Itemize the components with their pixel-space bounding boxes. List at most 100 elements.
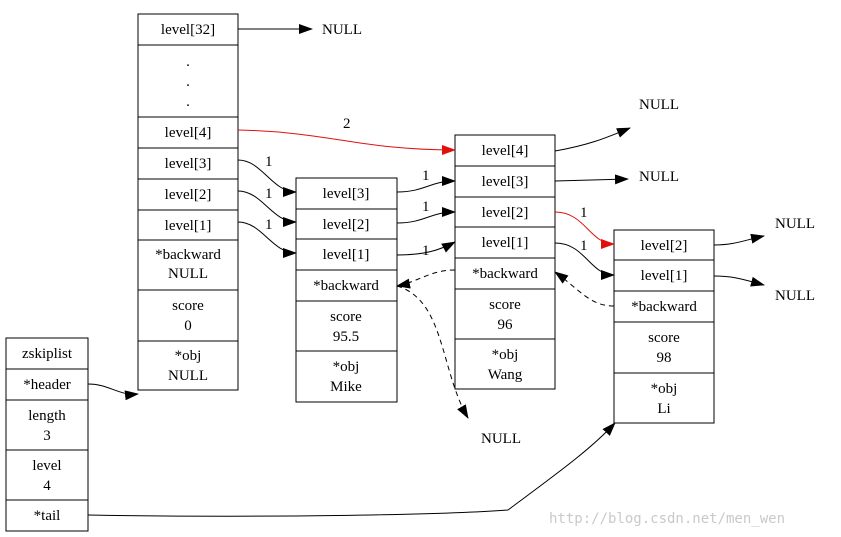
li-score-cell <box>613 321 715 374</box>
zskiplist-level-value: 4 <box>43 478 51 494</box>
wang-score-label: score <box>489 297 521 313</box>
li-obj-label: *obj <box>651 381 678 397</box>
mike-node: level[3] level[2] level[1] *backward sco… <box>295 177 398 403</box>
mike-score-cell <box>295 300 398 352</box>
header-obj-cell <box>137 340 239 391</box>
span-label-wang-l2: 1 <box>580 205 588 221</box>
edge-mike-backward-null <box>396 285 469 419</box>
header-backward-label: *backward <box>155 247 221 263</box>
li-obj-value: Li <box>657 401 670 417</box>
li-backward-label: *backward <box>631 299 697 315</box>
span-label-mike-l1: 1 <box>422 243 430 259</box>
header-level1-cell <box>137 209 239 241</box>
header-ellipsis-dot-1: . <box>186 54 190 70</box>
edge-li-level2-null <box>713 233 765 246</box>
zskiplist-level-label: level <box>32 458 61 474</box>
wang-level4-label: level[4] <box>482 143 529 159</box>
zskiplist-header-label: *header <box>23 377 70 393</box>
edge-header-level4-wang <box>237 129 456 155</box>
header-level32-cell <box>137 13 239 46</box>
null-label-wang-l4: NULL <box>639 97 679 113</box>
wang-score-cell <box>454 288 556 340</box>
zskiplist-length-cell <box>5 399 89 451</box>
null-label-li-l2: NULL <box>775 216 815 232</box>
span-label-mike-l3: 1 <box>422 168 430 184</box>
header-level1-label: level[1] <box>165 218 212 234</box>
edge-mike-level1-wang <box>396 241 456 256</box>
zskiplist-title-cell <box>5 337 89 370</box>
wang-backward-label: *backward <box>472 266 538 282</box>
null-label-mike-backward: NULL <box>481 431 521 447</box>
li-level2-cell <box>613 229 715 261</box>
wang-level3-cell <box>454 165 556 198</box>
span-label-mike-l2: 1 <box>422 199 430 215</box>
edge-li-level1-null <box>713 275 765 287</box>
zskiplist-length-label: length <box>28 408 66 424</box>
edge-wang-level1-li <box>554 242 615 280</box>
edge-wang-level3-null <box>554 174 629 185</box>
header-level4-label: level[4] <box>165 125 212 141</box>
edge-zskiplist-header <box>87 383 139 401</box>
header-level3-label: level[3] <box>165 156 212 172</box>
li-level1-label: level[1] <box>641 268 688 284</box>
header-node: level[32] . . . level[4] level[3] level[… <box>137 13 239 391</box>
wang-score-value: 96 <box>498 317 514 333</box>
header-backward-value: NULL <box>168 266 208 282</box>
header-level2-label: level[2] <box>165 187 212 203</box>
mike-level3-label: level[3] <box>323 186 370 202</box>
mike-level2-label: level[2] <box>323 217 370 233</box>
header-obj-label: *obj <box>175 348 202 364</box>
mike-score-label: score <box>330 309 362 325</box>
watermark: http://blog.csdn.net/men_wen <box>549 511 785 527</box>
edge-mike-level2-wang <box>396 207 456 224</box>
mike-level1-label: level[1] <box>323 247 370 263</box>
zskiplist-tail-label: *tail <box>34 508 61 524</box>
mike-obj-label: *obj <box>333 359 360 375</box>
header-obj-value: NULL <box>168 368 208 384</box>
zskiplist-tail-cell <box>5 499 89 532</box>
zskiplist-header-cell <box>5 368 89 401</box>
wang-level3-label: level[3] <box>482 174 529 190</box>
li-obj-cell <box>613 372 715 424</box>
mike-backward-label: *backward <box>313 278 379 294</box>
zskiplist-level-cell <box>5 449 89 501</box>
header-score-label: score <box>172 298 204 314</box>
span-label-header-l2: 1 <box>265 186 273 202</box>
wang-level2-cell <box>454 196 556 228</box>
mike-obj-value: Mike <box>330 379 362 395</box>
null-label-header-top: NULL <box>322 22 362 38</box>
header-score-value: 0 <box>184 318 192 334</box>
edge-mike-level3-wang <box>396 176 456 193</box>
edge-wang-level4-null <box>554 127 631 152</box>
header-ellipsis-dot-3: . <box>186 94 190 110</box>
span-label-header-l1: 1 <box>265 217 273 233</box>
header-level2-cell <box>137 178 239 211</box>
wang-level2-label: level[2] <box>482 205 529 221</box>
wang-level1-label: level[1] <box>482 235 529 251</box>
header-ellipsis-dot-2: . <box>186 74 190 90</box>
li-level2-label: level[2] <box>641 238 688 254</box>
edge-wang-backward-mike <box>396 269 456 289</box>
wang-node: level[4] level[3] level[2] level[1] *bac… <box>454 134 556 390</box>
wang-obj-cell <box>454 338 556 390</box>
li-backward-cell <box>613 290 715 323</box>
edge-labels: NULL 2 1 1 1 1 1 1 1 1 NULL NULL NULL NU… <box>265 22 815 447</box>
edge-li-backward-wang <box>554 271 615 307</box>
li-level1-cell <box>613 259 715 292</box>
li-score-value: 98 <box>657 350 672 366</box>
header-level32-label: level[32] <box>161 22 215 38</box>
header-level4-cell <box>137 116 239 149</box>
wang-obj-label: *obj <box>492 347 519 363</box>
zskiplist-node: zskiplist *header length 3 level 4 *tail <box>5 337 89 532</box>
edge-header-level1-mike <box>237 221 297 258</box>
null-label-li-l1: NULL <box>775 288 815 304</box>
edge-header-level3-mike <box>237 159 297 197</box>
edges <box>87 24 765 517</box>
edge-header-level2-mike <box>237 190 297 227</box>
wang-level4-cell <box>454 134 556 167</box>
edge-wang-level2-li <box>554 211 615 249</box>
span-label-header-wang: 2 <box>343 116 351 132</box>
zskiplist-title: zskiplist <box>22 346 73 362</box>
li-score-label: score <box>648 330 680 346</box>
